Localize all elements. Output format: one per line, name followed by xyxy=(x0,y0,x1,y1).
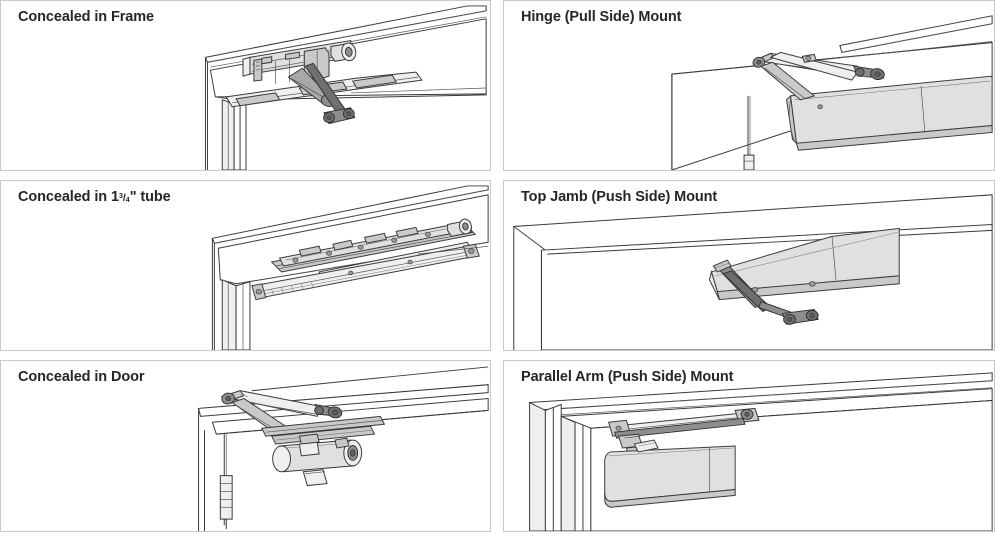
illustration-hinge-pull-side xyxy=(671,15,993,170)
illustration-top-jamb-push-side xyxy=(512,194,993,350)
title-suffix: " tube xyxy=(129,189,171,205)
panel-concealed-in-tube: Concealed in 13/4" tube xyxy=(0,180,491,351)
panel-hinge-pull-side-mount: Hinge (Pull Side) Mount xyxy=(503,0,995,171)
fraction-denominator: 4 xyxy=(125,195,130,204)
fraction-numerator: 3 xyxy=(118,192,123,201)
panel-parallel-arm-push-side-mount: Parallel Arm (Push Side) Mount xyxy=(503,360,995,532)
panel-title-top-jamb-push-side-mount: Top Jamb (Push Side) Mount xyxy=(521,189,718,205)
panel-title-concealed-in-frame: Concealed in Frame xyxy=(18,9,154,25)
illustration-parallel-arm-push-side xyxy=(528,372,993,531)
panel-title-parallel-arm-push-side-mount: Parallel Arm (Push Side) Mount xyxy=(521,369,734,385)
illustration-concealed-in-tube xyxy=(211,185,489,350)
panel-concealed-in-door: Concealed in Door xyxy=(0,360,491,532)
illustration-concealed-in-door xyxy=(197,366,489,531)
panel-concealed-in-frame: Concealed in Frame xyxy=(0,0,491,171)
panel-top-jamb-push-side-mount: Top Jamb (Push Side) Mount xyxy=(503,180,995,351)
title-fraction: 3/4 xyxy=(118,192,130,204)
panel-title-concealed-in-tube: Concealed in 13/4" tube xyxy=(18,189,171,205)
panel-title-hinge-pull-side-mount: Hinge (Pull Side) Mount xyxy=(521,9,682,25)
fraction-slash: / xyxy=(122,193,126,204)
panel-title-concealed-in-door: Concealed in Door xyxy=(18,369,145,385)
illustration-concealed-in-frame xyxy=(204,5,487,170)
title-prefix: Concealed in 1 xyxy=(18,189,119,205)
